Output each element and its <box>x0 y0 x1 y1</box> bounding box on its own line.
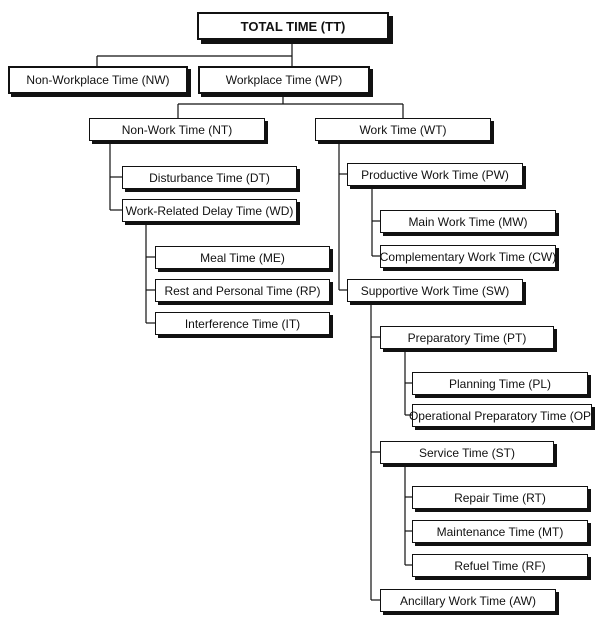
maintenance-time-node: Maintenance Time (MT) <box>412 520 588 543</box>
productive-work-time-node: Productive Work Time (PW) <box>347 163 523 186</box>
work-time-node: Work Time (WT) <box>315 118 491 141</box>
interference-time-node: Interference Time (IT) <box>155 312 330 335</box>
rest-and-personal-time-node: Rest and Personal Time (RP) <box>155 279 330 302</box>
workplace-time-node: Workplace Time (WP) <box>198 66 370 94</box>
main-work-time-node: Main Work Time (MW) <box>380 210 556 233</box>
supportive-work-time-node: Supportive Work Time (SW) <box>347 279 523 302</box>
planning-time-node: Planning Time (PL) <box>412 372 588 395</box>
meal-time-node: Meal Time (ME) <box>155 246 330 269</box>
refuel-time-node: Refuel Time (RF) <box>412 554 588 577</box>
ancillary-work-time-node: Ancillary Work Time (AW) <box>380 589 556 612</box>
non-work-time-node: Non-Work Time (NT) <box>89 118 265 141</box>
non-workplace-time-node: Non-Workplace Time (NW) <box>8 66 188 94</box>
total-time-node: TOTAL TIME (TT) <box>197 12 389 40</box>
disturbance-time-node: Disturbance Time (DT) <box>122 166 297 189</box>
service-time-node: Service Time (ST) <box>380 441 554 464</box>
preparatory-time-node: Preparatory Time (PT) <box>380 326 554 349</box>
complementary-work-time-node: Complementary Work Time (CW) <box>380 245 556 268</box>
repair-time-node: Repair Time (RT) <box>412 486 588 509</box>
work-related-delay-time-node: Work-Related Delay Time (WD) <box>122 199 297 222</box>
operational-preparatory-time-node: Operational Preparatory Time (OP) <box>409 404 595 427</box>
